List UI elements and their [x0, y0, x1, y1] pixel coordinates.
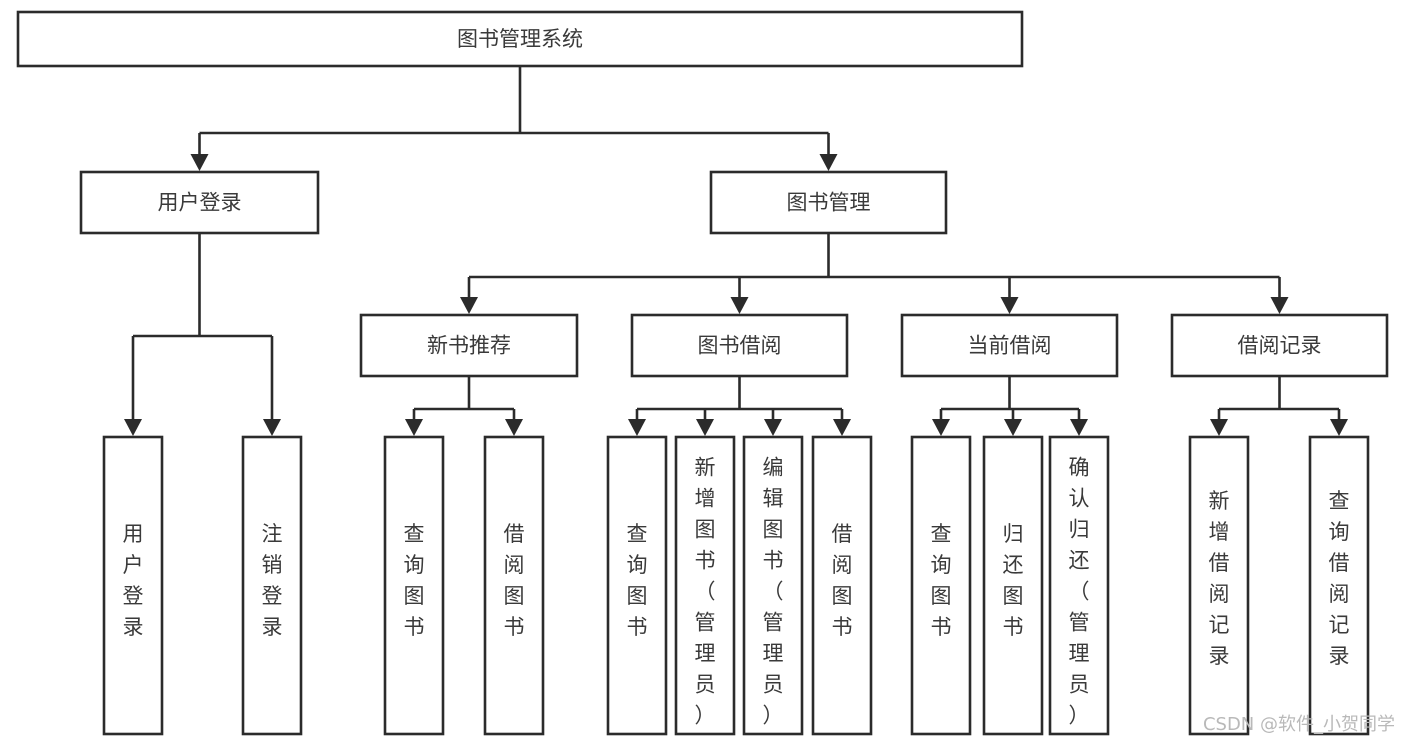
node-submodule-new-book-rec[interactable]: 新书推荐 — [359, 313, 579, 378]
arrow-head-icon — [124, 419, 142, 436]
node-label: 新增借阅记录 — [1209, 489, 1230, 668]
node-feature-leaf-cb-confirm[interactable]: 确认归还（管理员） — [1048, 435, 1110, 736]
node-label: 归还图书 — [1003, 522, 1024, 639]
arrow-head-icon — [819, 154, 838, 171]
node-feature-leaf-rec-borrow[interactable]: 借阅图书 — [483, 435, 545, 736]
node-label: 注销登录 — [262, 522, 283, 639]
node-label: 当前借阅 — [968, 334, 1052, 358]
watermark-label: CSDN @软件_小贺同学 — [1203, 714, 1395, 735]
node-root-system[interactable]: 图书管理系统 — [16, 10, 1024, 68]
arrow-head-icon — [833, 419, 851, 436]
node-submodule-borrow-record[interactable]: 借阅记录 — [1170, 313, 1389, 378]
node-box[interactable] — [1188, 435, 1250, 736]
node-label: 图书借阅 — [698, 334, 782, 358]
node-submodule-current-borrow[interactable]: 当前借阅 — [900, 313, 1119, 378]
node-module-book-manage[interactable]: 图书管理 — [709, 170, 948, 235]
arrow-head-icon — [1070, 419, 1088, 436]
arrow-head-icon — [1330, 419, 1348, 436]
node-box[interactable] — [383, 435, 445, 736]
node-box[interactable] — [910, 435, 972, 736]
node-label: 图书管理系统 — [457, 27, 583, 51]
node-feature-leaf-user-logout[interactable]: 注销登录 — [241, 435, 303, 736]
arrow-head-icon — [263, 419, 281, 436]
node-label: 编辑图书（管理员） — [763, 456, 784, 728]
node-box[interactable] — [79, 170, 320, 235]
arrow-head-icon — [932, 419, 950, 436]
node-box[interactable] — [811, 435, 873, 736]
node-label: 新增图书（管理员） — [695, 456, 716, 728]
arrow-head-icon — [1000, 297, 1019, 314]
arrow-head-icon — [190, 154, 209, 171]
node-box[interactable] — [16, 10, 1024, 68]
node-box[interactable] — [742, 435, 804, 736]
arrow-head-icon — [730, 297, 749, 314]
node-label: 用户登录 — [123, 522, 144, 639]
node-feature-leaf-rec-query[interactable]: 查询图书 — [383, 435, 445, 736]
arrow-head-icon — [696, 419, 714, 436]
arrow-head-icon — [460, 297, 478, 314]
node-box[interactable] — [483, 435, 545, 736]
node-label: 查询图书 — [404, 522, 425, 639]
node-label: 借阅图书 — [504, 522, 525, 639]
connector-layer — [124, 66, 1348, 436]
node-label: 用户登录 — [158, 191, 242, 215]
node-box[interactable] — [606, 435, 668, 736]
node-module-user-login[interactable]: 用户登录 — [79, 170, 320, 235]
node-box[interactable] — [102, 435, 164, 736]
node-label: 借阅记录 — [1238, 334, 1322, 358]
node-box[interactable] — [709, 170, 948, 235]
node-label: 新书推荐 — [427, 334, 511, 358]
arrow-head-icon — [1210, 419, 1228, 436]
node-box[interactable] — [359, 313, 579, 378]
node-label: 确认归还（管理员） — [1069, 456, 1090, 728]
node-layer: 图书管理系统用户登录图书管理新书推荐图书借阅当前借阅借阅记录用户登录注销登录查询… — [16, 10, 1389, 736]
node-feature-leaf-bb-edit[interactable]: 编辑图书（管理员） — [742, 435, 804, 736]
arrow-head-icon — [1270, 297, 1289, 314]
node-box[interactable] — [241, 435, 303, 736]
node-feature-leaf-bb-borrow[interactable]: 借阅图书 — [811, 435, 873, 736]
node-box[interactable] — [900, 313, 1119, 378]
node-box[interactable] — [1308, 435, 1370, 736]
node-feature-leaf-bb-query[interactable]: 查询图书 — [606, 435, 668, 736]
node-label: 查询图书 — [627, 522, 648, 639]
arrow-head-icon — [764, 419, 782, 436]
arrow-head-icon — [505, 419, 523, 436]
node-box[interactable] — [674, 435, 736, 736]
node-feature-leaf-user-login[interactable]: 用户登录 — [102, 435, 164, 736]
node-box[interactable] — [630, 313, 849, 378]
arrow-head-icon — [628, 419, 646, 436]
node-feature-leaf-cb-query[interactable]: 查询图书 — [910, 435, 972, 736]
node-label: 查询借阅记录 — [1329, 489, 1350, 668]
node-box[interactable] — [982, 435, 1044, 736]
arrow-head-icon — [405, 419, 423, 436]
arrow-head-icon — [1004, 419, 1022, 436]
node-feature-leaf-br-query[interactable]: 查询借阅记录 — [1308, 435, 1370, 736]
node-feature-leaf-bb-add[interactable]: 新增图书（管理员） — [674, 435, 736, 736]
node-feature-leaf-br-add[interactable]: 新增借阅记录 — [1188, 435, 1250, 736]
node-box[interactable] — [1170, 313, 1389, 378]
node-submodule-book-borrow[interactable]: 图书借阅 — [630, 313, 849, 378]
node-feature-leaf-cb-return[interactable]: 归还图书 — [982, 435, 1044, 736]
node-box[interactable] — [1048, 435, 1110, 736]
node-label: 借阅图书 — [832, 522, 853, 639]
node-label: 查询图书 — [931, 522, 952, 639]
node-label: 图书管理 — [787, 191, 871, 215]
